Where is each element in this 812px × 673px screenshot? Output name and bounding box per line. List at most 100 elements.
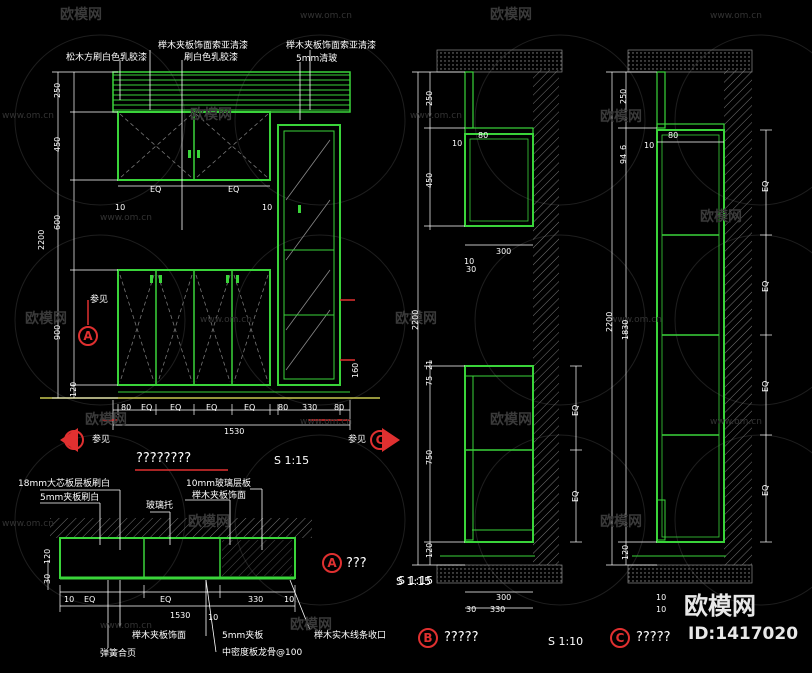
section-marker-b: B [418,628,438,648]
dimension-label: 300 [496,593,512,602]
material-label: 5mm夹板 [222,631,264,641]
watermark-brand: 欧模网 [395,311,437,327]
dimension-label: 600 [53,214,62,230]
reference-tag: 参见 [92,435,111,445]
material-label: 榉木实木线条收口 [314,631,387,641]
dimension-label: 2200 [605,311,614,332]
dimension-label: 450 [425,172,434,188]
dimension-label: EQ [160,595,172,604]
dimension-label: 250 [619,88,628,104]
dimension-label: 80 [278,403,289,412]
front-elevation-title: ???????? [136,451,192,466]
dimension-label: 330 [302,403,318,412]
brand-logo: 欧模网 [684,592,756,620]
dimension-label: 10 [656,605,667,614]
dimension-label: 80 [668,131,679,140]
material-label: 榉木夹板饰面索亚清漆 [286,41,377,51]
watermark-brand: 欧模网 [700,209,742,225]
dimension-label: EQ [761,484,770,496]
material-label: 榉木夹板饰面索亚清漆 [158,41,249,51]
material-label: 5mm清玻 [296,54,338,64]
dimension-label: 30 [466,265,477,274]
watermark-site: www.om.cn [410,111,462,121]
dimension-label: 250 [53,82,62,98]
reference-tag: 参见 [90,295,109,305]
dimension-label: EQ [244,403,256,412]
section-b-scale-alt: S 1:15 [396,575,432,588]
dimension-label: 2200 [37,229,46,250]
plan-title: ??? [346,556,367,571]
material-label: 玻璃托 [146,501,174,511]
material-label: 5mm夹板刷白 [40,493,100,503]
dimension-label: 80 [334,403,345,412]
watermark-brand: 欧模网 [25,311,67,327]
section-b [412,49,582,609]
material-label: 松木方刷白色乳胶漆 [66,53,148,63]
dimension-label: 94 [619,153,628,164]
section-marker-c: C [370,430,390,450]
watermark-brand: 欧模网 [188,514,230,530]
dimension-label: 10 [208,613,219,622]
dimension-label: EQ [761,380,770,392]
dimension-label: 120 [69,381,78,397]
section-b-scale: S 1:10 [548,635,584,648]
dimension-label: 30 [466,605,477,614]
dimension-label: EQ [170,403,182,412]
watermark-site: www.om.cn [300,11,352,21]
material-label: 刷白色乳胶漆 [184,53,239,63]
section-marker-a: A [78,326,98,346]
brand-id: ID:1417020 [688,624,799,644]
dimension-label: 250 [425,90,434,106]
watermark-brand: 欧模网 [600,514,642,530]
dimension-label: 160 [351,362,360,378]
section-marker-a: A [322,553,342,573]
dimension-label: 80 [121,403,132,412]
watermark-rings [14,34,812,606]
watermark-site: www.om.cn [200,315,252,325]
dimension-label: 1530 [170,611,191,620]
dimension-label: 2200 [411,309,420,330]
watermark-brand: 欧模网 [600,109,642,125]
dimension-label: 300 [496,247,512,256]
dimension-label: 10 [64,595,75,604]
dimension-label: 10 [656,593,667,602]
dimension-label: 10 [284,595,295,604]
dimension-label: 900 [53,324,62,340]
material-label: 18mm大芯板层板刷白 [18,479,110,489]
dimension-label: 120 [43,548,52,564]
dimension-label: 10 [644,141,655,150]
dimension-label: 80 [478,131,489,140]
dimension-label: 330 [490,605,506,614]
dimension-label: EQ [141,403,153,412]
dimension-label: 1530 [224,427,245,436]
section-c-title: ????? [636,630,671,645]
dimension-label: 120 [621,544,630,560]
reference-tag: 参见 [348,435,367,445]
watermark-site: www.om.cn [100,213,152,223]
watermark-site: www.om.cn [2,519,54,529]
dimension-label: 10 [115,203,126,212]
watermark-brand: 欧模网 [190,107,232,123]
section-c [606,49,772,584]
material-label: 榉木夹板饰面 [192,491,247,501]
material-label: 10mm玻璃层板 [186,479,251,489]
front-elevation-scale: S 1:15 [274,454,310,467]
watermark-brand: 欧模网 [85,412,127,428]
plan-scale: S 1:15 [398,574,434,587]
dimension-label: 10 [262,203,273,212]
dimension-label: 450 [53,136,62,152]
material-label: 榉木夹板饰面 [132,631,187,641]
dimension-label: EQ [206,403,218,412]
watermark-site: www.om.cn [2,111,54,121]
dimension-label: EQ [571,404,580,416]
dimension-label: EQ [761,280,770,292]
dimension-label: EQ [761,180,770,192]
watermark-brand: 欧模网 [490,7,532,23]
dimension-label: 750 [425,449,434,465]
watermark-site: www.om.cn [710,11,762,21]
watermark-site: www.om.cn [300,417,352,427]
dimension-label: 120 [425,542,434,558]
watermark-brand: 欧模网 [60,7,102,23]
